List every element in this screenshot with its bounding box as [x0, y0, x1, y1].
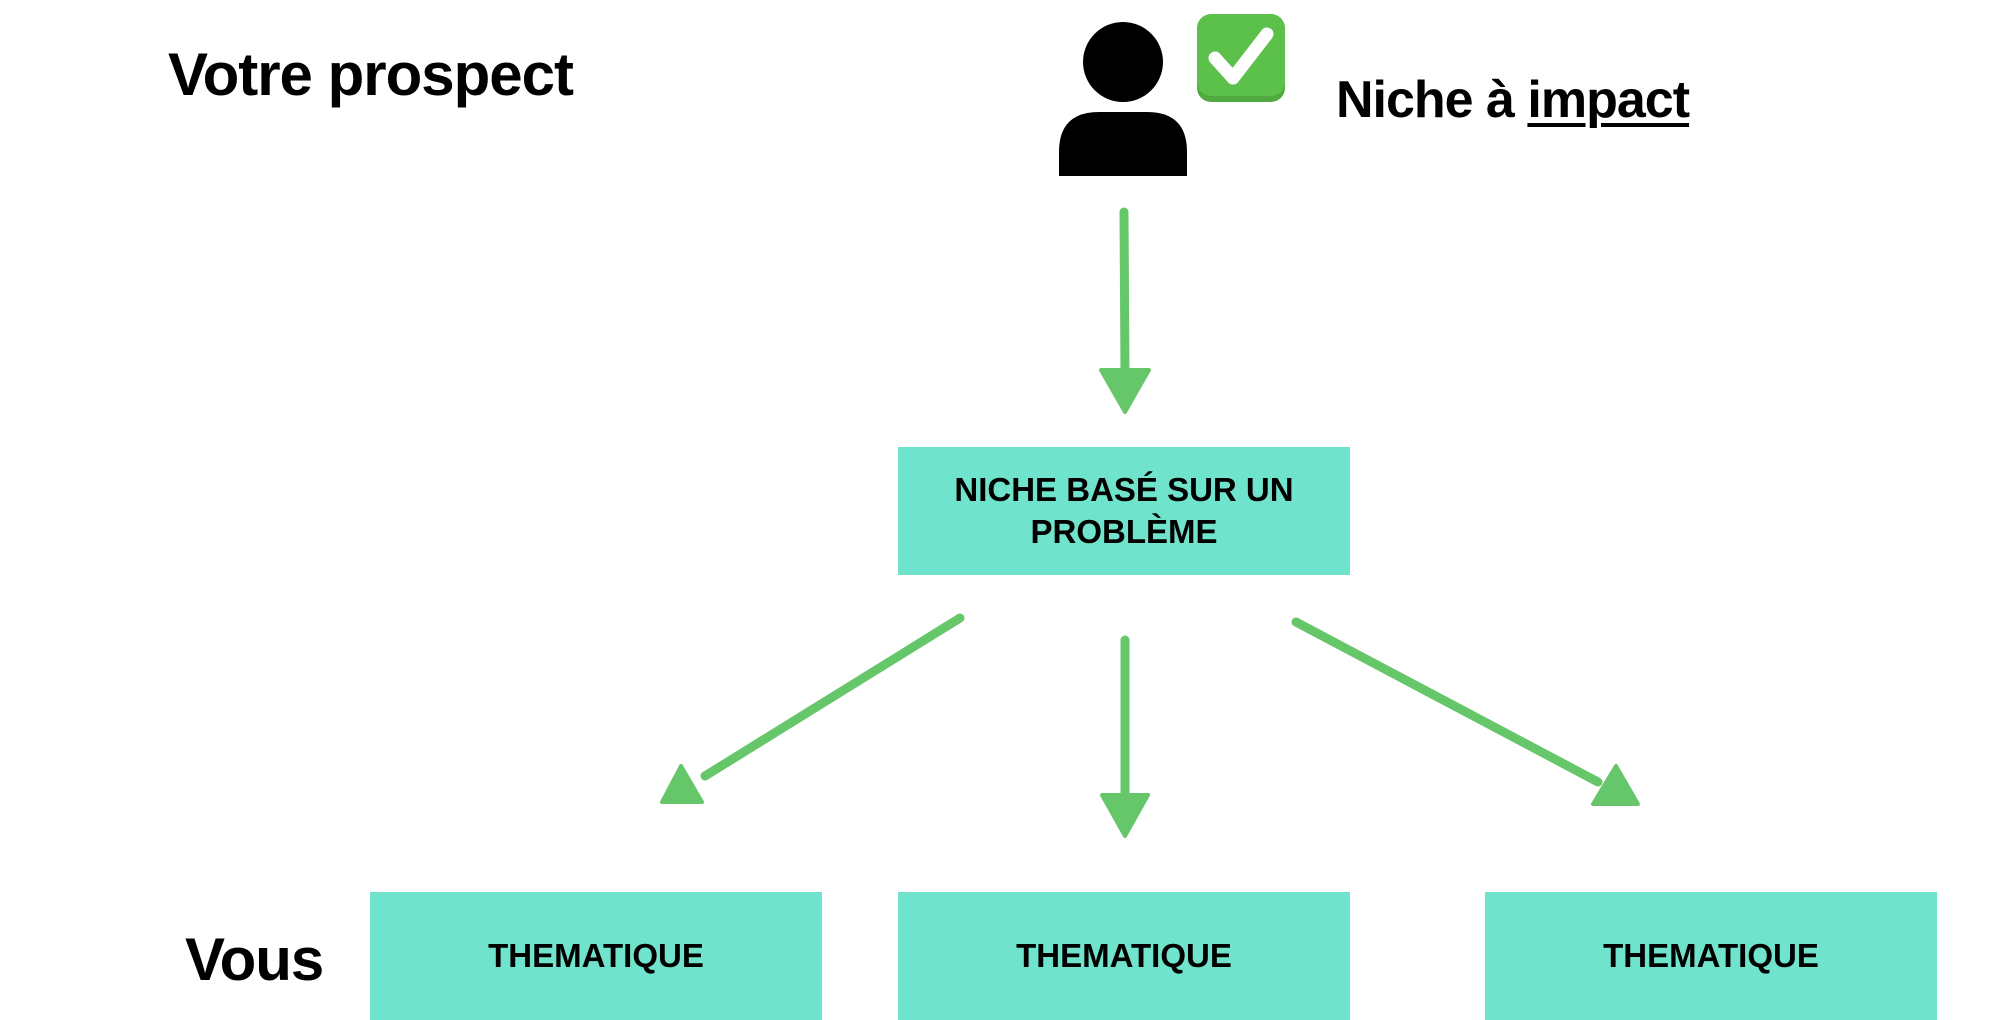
niche-problem-line1: NICHE BASÉ SUR UN — [954, 471, 1294, 508]
arrow-right-shaft — [1291, 617, 1603, 787]
theme-box-2: THEMATIQUE — [898, 892, 1350, 1020]
arrow-left-shaft — [700, 613, 965, 781]
prospect-label: Votre prospect — [168, 41, 574, 108]
arrow-top-head — [1099, 368, 1151, 414]
theme-box-1: THEMATIQUE — [370, 892, 822, 1020]
check-mark-icon — [1197, 14, 1285, 102]
niche-problem-box: NICHE BASÉ SUR UN PROBLÈME — [898, 447, 1350, 575]
arrow-top-shaft — [1119, 207, 1130, 380]
arrow-left-head — [660, 764, 704, 804]
person-icon — [1055, 20, 1191, 176]
arrow-center-head — [1100, 793, 1150, 838]
vous-label: Vous — [185, 926, 324, 993]
niche-impact-label: Niche à impact — [1336, 70, 1690, 130]
arrow-right-head — [1591, 764, 1640, 806]
niche-impact-prefix: Niche à — [1336, 71, 1528, 129]
niche-impact-emphasis: impact — [1527, 71, 1690, 129]
theme-box-3: THEMATIQUE — [1485, 892, 1937, 1020]
niche-problem-line2: PROBLÈME — [1030, 513, 1218, 550]
